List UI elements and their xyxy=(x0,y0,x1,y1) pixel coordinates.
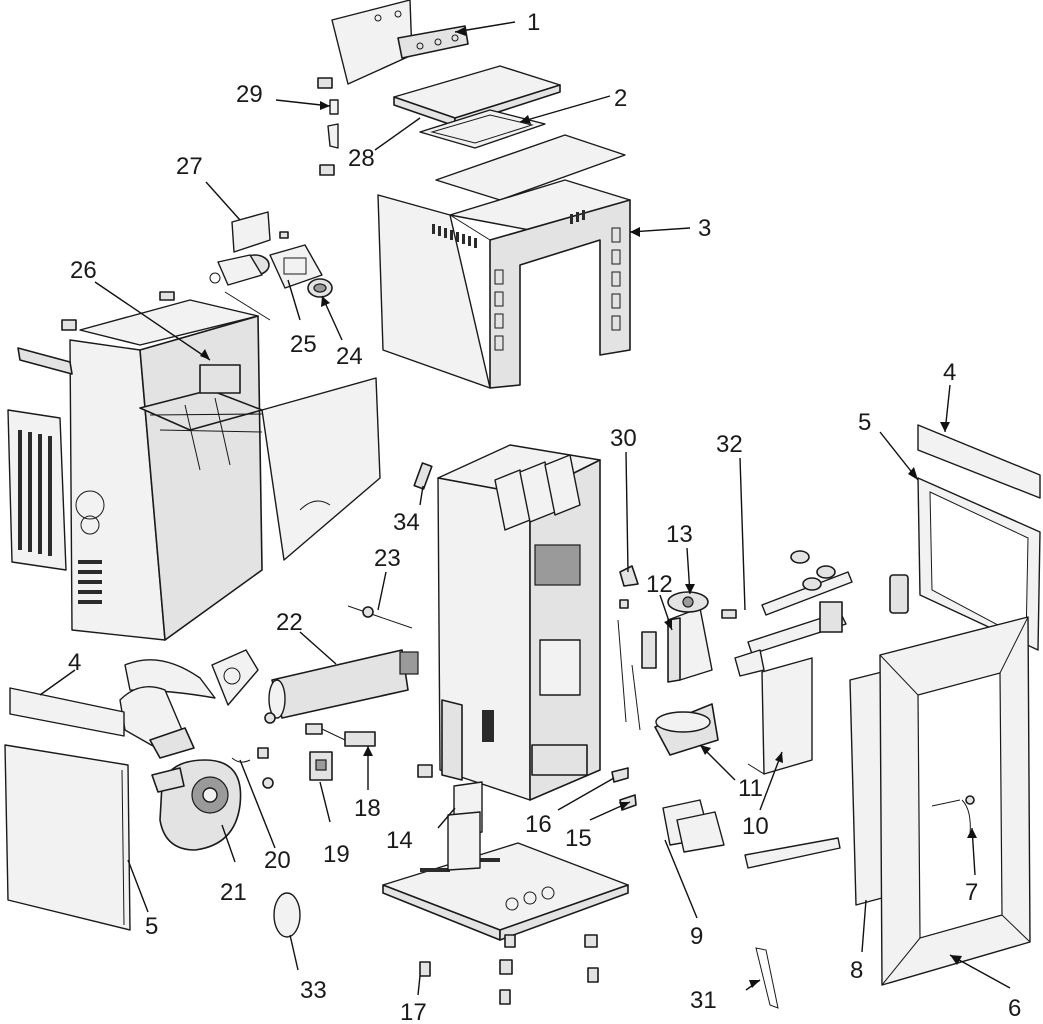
part-rear-hopper-assembly xyxy=(69,299,381,641)
part-upper-casing xyxy=(377,179,631,389)
part-upper-bracket xyxy=(17,347,73,375)
callout-20: 20 xyxy=(264,847,291,874)
callout-11: 11 xyxy=(738,775,763,802)
part-7-door-latch xyxy=(931,795,975,836)
casing-vents xyxy=(432,210,585,248)
part-32-bracket-set xyxy=(721,550,853,677)
part-gasket-28 xyxy=(419,109,546,149)
part-4-left-trim xyxy=(9,687,125,737)
part-24-seal-ring xyxy=(307,278,333,298)
leader-lines xyxy=(39,21,1011,996)
callout-23: 23 xyxy=(374,545,401,572)
part-21-fan xyxy=(151,759,242,851)
callout-2: 2 xyxy=(614,85,627,112)
part-base-plate xyxy=(382,842,629,941)
callout-24: 24 xyxy=(336,343,363,370)
part-insulation-sheet xyxy=(435,134,626,201)
part-washer xyxy=(264,712,276,724)
part-11-burn-pot xyxy=(654,703,719,756)
part-33-gasket-ring xyxy=(273,892,301,938)
callout-5-right: 5 xyxy=(858,409,871,436)
part-left-rear-panel xyxy=(7,409,67,571)
part-8-inner-door xyxy=(849,671,883,906)
callout-16: 16 xyxy=(525,811,552,838)
callout-29: 29 xyxy=(236,81,263,108)
callout-32: 32 xyxy=(716,431,743,458)
callout-1: 1 xyxy=(527,9,540,36)
callout-31: 31 xyxy=(690,987,717,1014)
part-12-module xyxy=(667,607,713,683)
callout-26: 26 xyxy=(70,257,97,284)
callout-4-right: 4 xyxy=(943,359,956,386)
part-control-panel xyxy=(331,0,469,85)
part-23-probe xyxy=(347,605,413,629)
callout-12: 12 xyxy=(646,571,673,598)
callout-14: 14 xyxy=(386,827,413,854)
callout-27: 27 xyxy=(176,153,203,180)
callout-15: 15 xyxy=(565,825,592,852)
part-lower-bracket xyxy=(744,837,841,869)
part-small-clip xyxy=(279,231,289,239)
callout-4-left: 4 xyxy=(68,649,81,676)
part-31-handle xyxy=(755,947,779,1009)
part-17-feet xyxy=(417,764,599,1005)
callout-labels: 1 2 3 4 4 5 5 6 7 8 9 10 11 12 13 14 15 … xyxy=(68,9,1021,1024)
callout-22: 22 xyxy=(276,609,303,636)
callout-17: 17 xyxy=(400,999,427,1024)
part-bracket-rail xyxy=(224,291,271,321)
part-fasteners-top xyxy=(61,291,175,331)
part-9-plates xyxy=(662,799,725,853)
part-10-inner-panel xyxy=(747,657,813,775)
callout-34: 34 xyxy=(393,509,420,536)
callout-28: 28 xyxy=(348,145,375,172)
callout-10: 10 xyxy=(742,813,769,840)
callout-30: 30 xyxy=(610,425,637,452)
part-5-left-side-panel xyxy=(4,744,131,931)
part-30-bracket xyxy=(619,565,639,609)
callout-25: 25 xyxy=(290,331,317,358)
part-air-ducts xyxy=(119,649,259,759)
callout-21: 21 xyxy=(220,879,247,906)
callout-7: 7 xyxy=(965,879,978,906)
part-main-firebox xyxy=(437,444,601,801)
part-nut xyxy=(262,777,274,789)
part-34-sensor xyxy=(413,462,433,490)
part-18-connector xyxy=(305,723,376,747)
callout-8: 8 xyxy=(850,957,863,984)
part-13-pressure-switch xyxy=(667,591,709,613)
part-19-switch xyxy=(309,751,333,781)
part-5-right-side-frame xyxy=(917,477,1041,651)
part-27-flue-adapter xyxy=(209,211,271,286)
callout-5-left: 5 xyxy=(145,913,158,940)
part-clip-29 xyxy=(317,77,339,176)
callout-33: 33 xyxy=(300,977,327,1004)
part-small-terminal xyxy=(257,747,269,759)
part-14-plate xyxy=(447,781,483,871)
callout-18: 18 xyxy=(354,795,381,822)
callout-9: 9 xyxy=(690,923,703,950)
part-side-latch xyxy=(889,574,909,614)
casing-side-windows xyxy=(494,227,621,351)
part-25-plate xyxy=(269,244,323,289)
callout-19: 19 xyxy=(323,841,350,868)
part-22-igniter-tube xyxy=(268,649,419,719)
callout-3: 3 xyxy=(698,215,711,242)
part-4-right-trim xyxy=(917,424,1041,499)
callout-13: 13 xyxy=(666,521,693,548)
hopper-louvers xyxy=(78,560,102,604)
callout-6: 6 xyxy=(1008,995,1021,1022)
part-rods xyxy=(617,619,657,731)
